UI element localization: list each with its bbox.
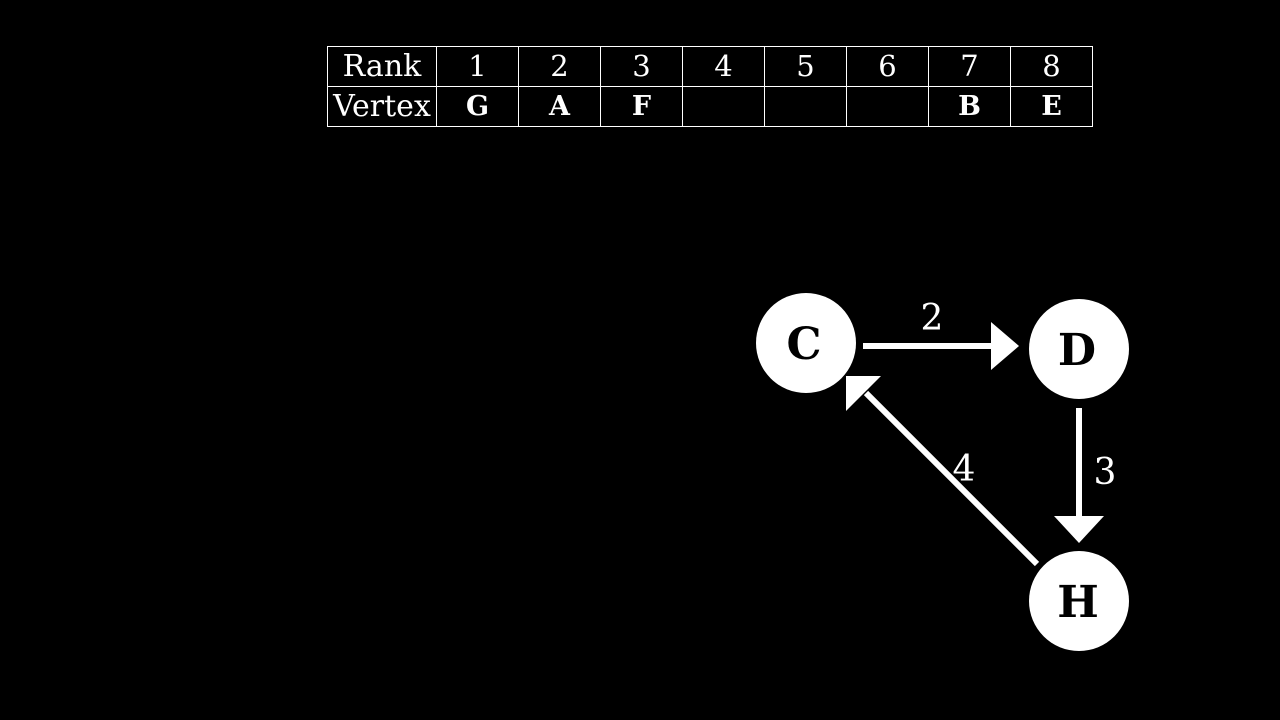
vertex-cell: F (600, 86, 683, 127)
node-d: D (1029, 299, 1129, 399)
node-d-label: D (1058, 325, 1096, 376)
vertex-cell (846, 86, 929, 127)
node-h: H (1029, 551, 1129, 651)
edge-c-to-d: 2 (863, 298, 1019, 370)
rank-row: Rank 1 2 3 4 5 6 7 8 (327, 46, 1093, 87)
rank-cell: 8 (1010, 46, 1093, 87)
vertex-cell: A (518, 86, 601, 127)
edge-h-to-c: 4 (846, 376, 1040, 567)
edge-weight-c-d: 2 (921, 298, 944, 339)
vertex-cell: E (1010, 86, 1093, 127)
node-c: C (756, 293, 856, 393)
edge-d-h-arrowhead (1054, 516, 1104, 543)
node-h-label: H (1057, 577, 1099, 628)
vertex-cell (682, 86, 765, 127)
rank-header: Rank (327, 46, 437, 87)
edge-c-d-arrowhead (991, 322, 1019, 370)
edge-h-c-arrowhead (846, 376, 881, 411)
vertex-header: Vertex (327, 86, 437, 127)
rank-cell: 7 (928, 46, 1011, 87)
vertex-cell: G (436, 86, 519, 127)
vertex-cell: B (928, 86, 1011, 127)
rank-vertex-table: Rank 1 2 3 4 5 6 7 8 Vertex G A F B E (327, 46, 1093, 127)
edge-h-c-line (863, 390, 1040, 567)
rank-cell: 5 (764, 46, 847, 87)
edge-weight-d-h: 3 (1094, 452, 1117, 493)
node-c-label: C (786, 319, 821, 370)
rank-cell: 1 (436, 46, 519, 87)
vertex-cell (764, 86, 847, 127)
node-h-circle (1029, 551, 1129, 651)
node-d-circle (1029, 299, 1129, 399)
vertex-row: Vertex G A F B E (327, 86, 1093, 127)
node-c-circle (756, 293, 856, 393)
edge-weight-h-c: 4 (953, 449, 976, 490)
edge-d-to-h: 3 (1054, 408, 1116, 543)
